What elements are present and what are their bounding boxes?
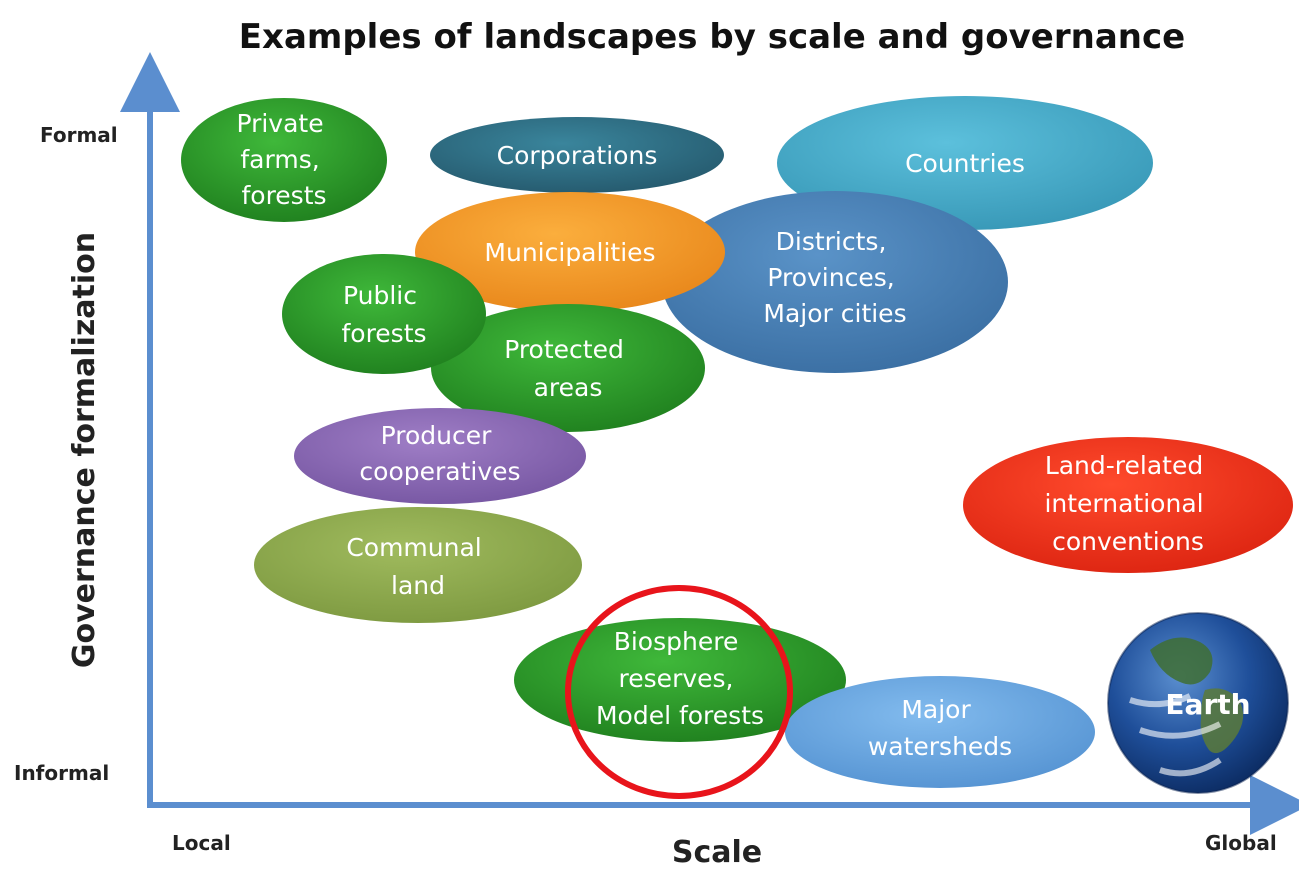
svg-text:Public forests: Public forests	[341, 281, 426, 348]
landscape-producer-cooperatives: Producer cooperatives	[294, 408, 586, 504]
y-axis-top-label: Formal	[40, 123, 118, 147]
landscape-label: Provinces,	[767, 263, 894, 292]
earth-globe: Earth	[1107, 612, 1289, 794]
landscape-private-farms: Private farms, forests	[181, 98, 387, 222]
svg-text:Biosphere reserves,: Biosphere reserves, Model forests	[596, 627, 764, 730]
landscape-public-forests: Public forests	[282, 254, 486, 374]
x-axis-label: Scale	[672, 835, 762, 870]
svg-text:Major watersheds: Major watersheds	[868, 695, 1012, 761]
landscape-label: land	[391, 571, 445, 600]
landscape-municipalities: Municipalities	[415, 192, 725, 312]
landscape-label: Land-related	[1045, 451, 1203, 480]
landscape-communal-land: Communal land	[254, 507, 582, 623]
svg-text:Districts, Provinces,: Districts, Provinces, Major cities	[763, 227, 906, 328]
landscape-label: conventions	[1052, 527, 1204, 556]
landscape-label: Public	[343, 281, 417, 310]
landscape-label: reserves,	[619, 664, 734, 693]
landscape-label: Protected	[504, 335, 624, 364]
svg-text:Protected areas: Protected areas	[504, 335, 632, 402]
svg-text:Producer cooperatives: Producer cooperatives	[359, 421, 520, 486]
svg-text:Communal land: Communal land	[346, 533, 489, 600]
svg-text:Land-related internation: Land-related international conventions	[1044, 451, 1211, 556]
svg-text:Private farms, for: Private farms, forests	[236, 109, 331, 210]
earth-label: Earth	[1165, 688, 1250, 721]
highlight-circle	[565, 585, 793, 799]
landscape-major-watersheds: Major watersheds	[785, 676, 1095, 788]
landscape-label: areas	[534, 373, 603, 402]
landscape-label: Major	[901, 695, 971, 724]
landscape-label: cooperatives	[359, 457, 520, 486]
landscape-districts: Districts, Provinces, Major cities	[662, 191, 1008, 373]
svg-text:Corporations: Corporations	[497, 141, 658, 170]
landscape-land-related-conventions: Land-related international conventions	[963, 437, 1293, 573]
landscape-biosphere-reserves: Biosphere reserves, Model forests	[514, 618, 846, 742]
landscape-label: Communal	[346, 533, 481, 562]
y-axis-bottom-label: Informal	[14, 761, 109, 785]
landscape-label: Districts,	[776, 227, 887, 256]
landscape-label: Corporations	[497, 141, 658, 170]
landscape-corporations: Corporations	[430, 117, 724, 193]
diagram-title: Examples of landscapes by scale and gove…	[239, 17, 1185, 57]
landscape-label: Municipalities	[484, 238, 655, 267]
landscape-label: Countries	[905, 149, 1025, 178]
landscape-label: Biosphere	[614, 627, 739, 656]
landscape-label: forests	[341, 319, 426, 348]
landscape-protected-areas: Protected areas	[431, 304, 705, 432]
landscape-label: watersheds	[868, 732, 1012, 761]
landscape-label: Private	[236, 109, 323, 138]
x-axis-left-label: Local	[172, 831, 231, 855]
landscape-label: Major cities	[763, 299, 906, 328]
landscape-label: forests	[241, 181, 326, 210]
x-axis-right-label: Global	[1205, 831, 1277, 855]
svg-text:Municipalities: Municipalities	[484, 238, 655, 267]
landscape-label: Producer	[381, 421, 493, 450]
landscape-label: farms,	[240, 145, 319, 174]
y-axis-label: Governance formalization	[67, 232, 102, 668]
landscape-label: international	[1044, 489, 1203, 518]
svg-text:Countries: Countries	[905, 149, 1025, 178]
landscape-label: Model forests	[596, 701, 764, 730]
